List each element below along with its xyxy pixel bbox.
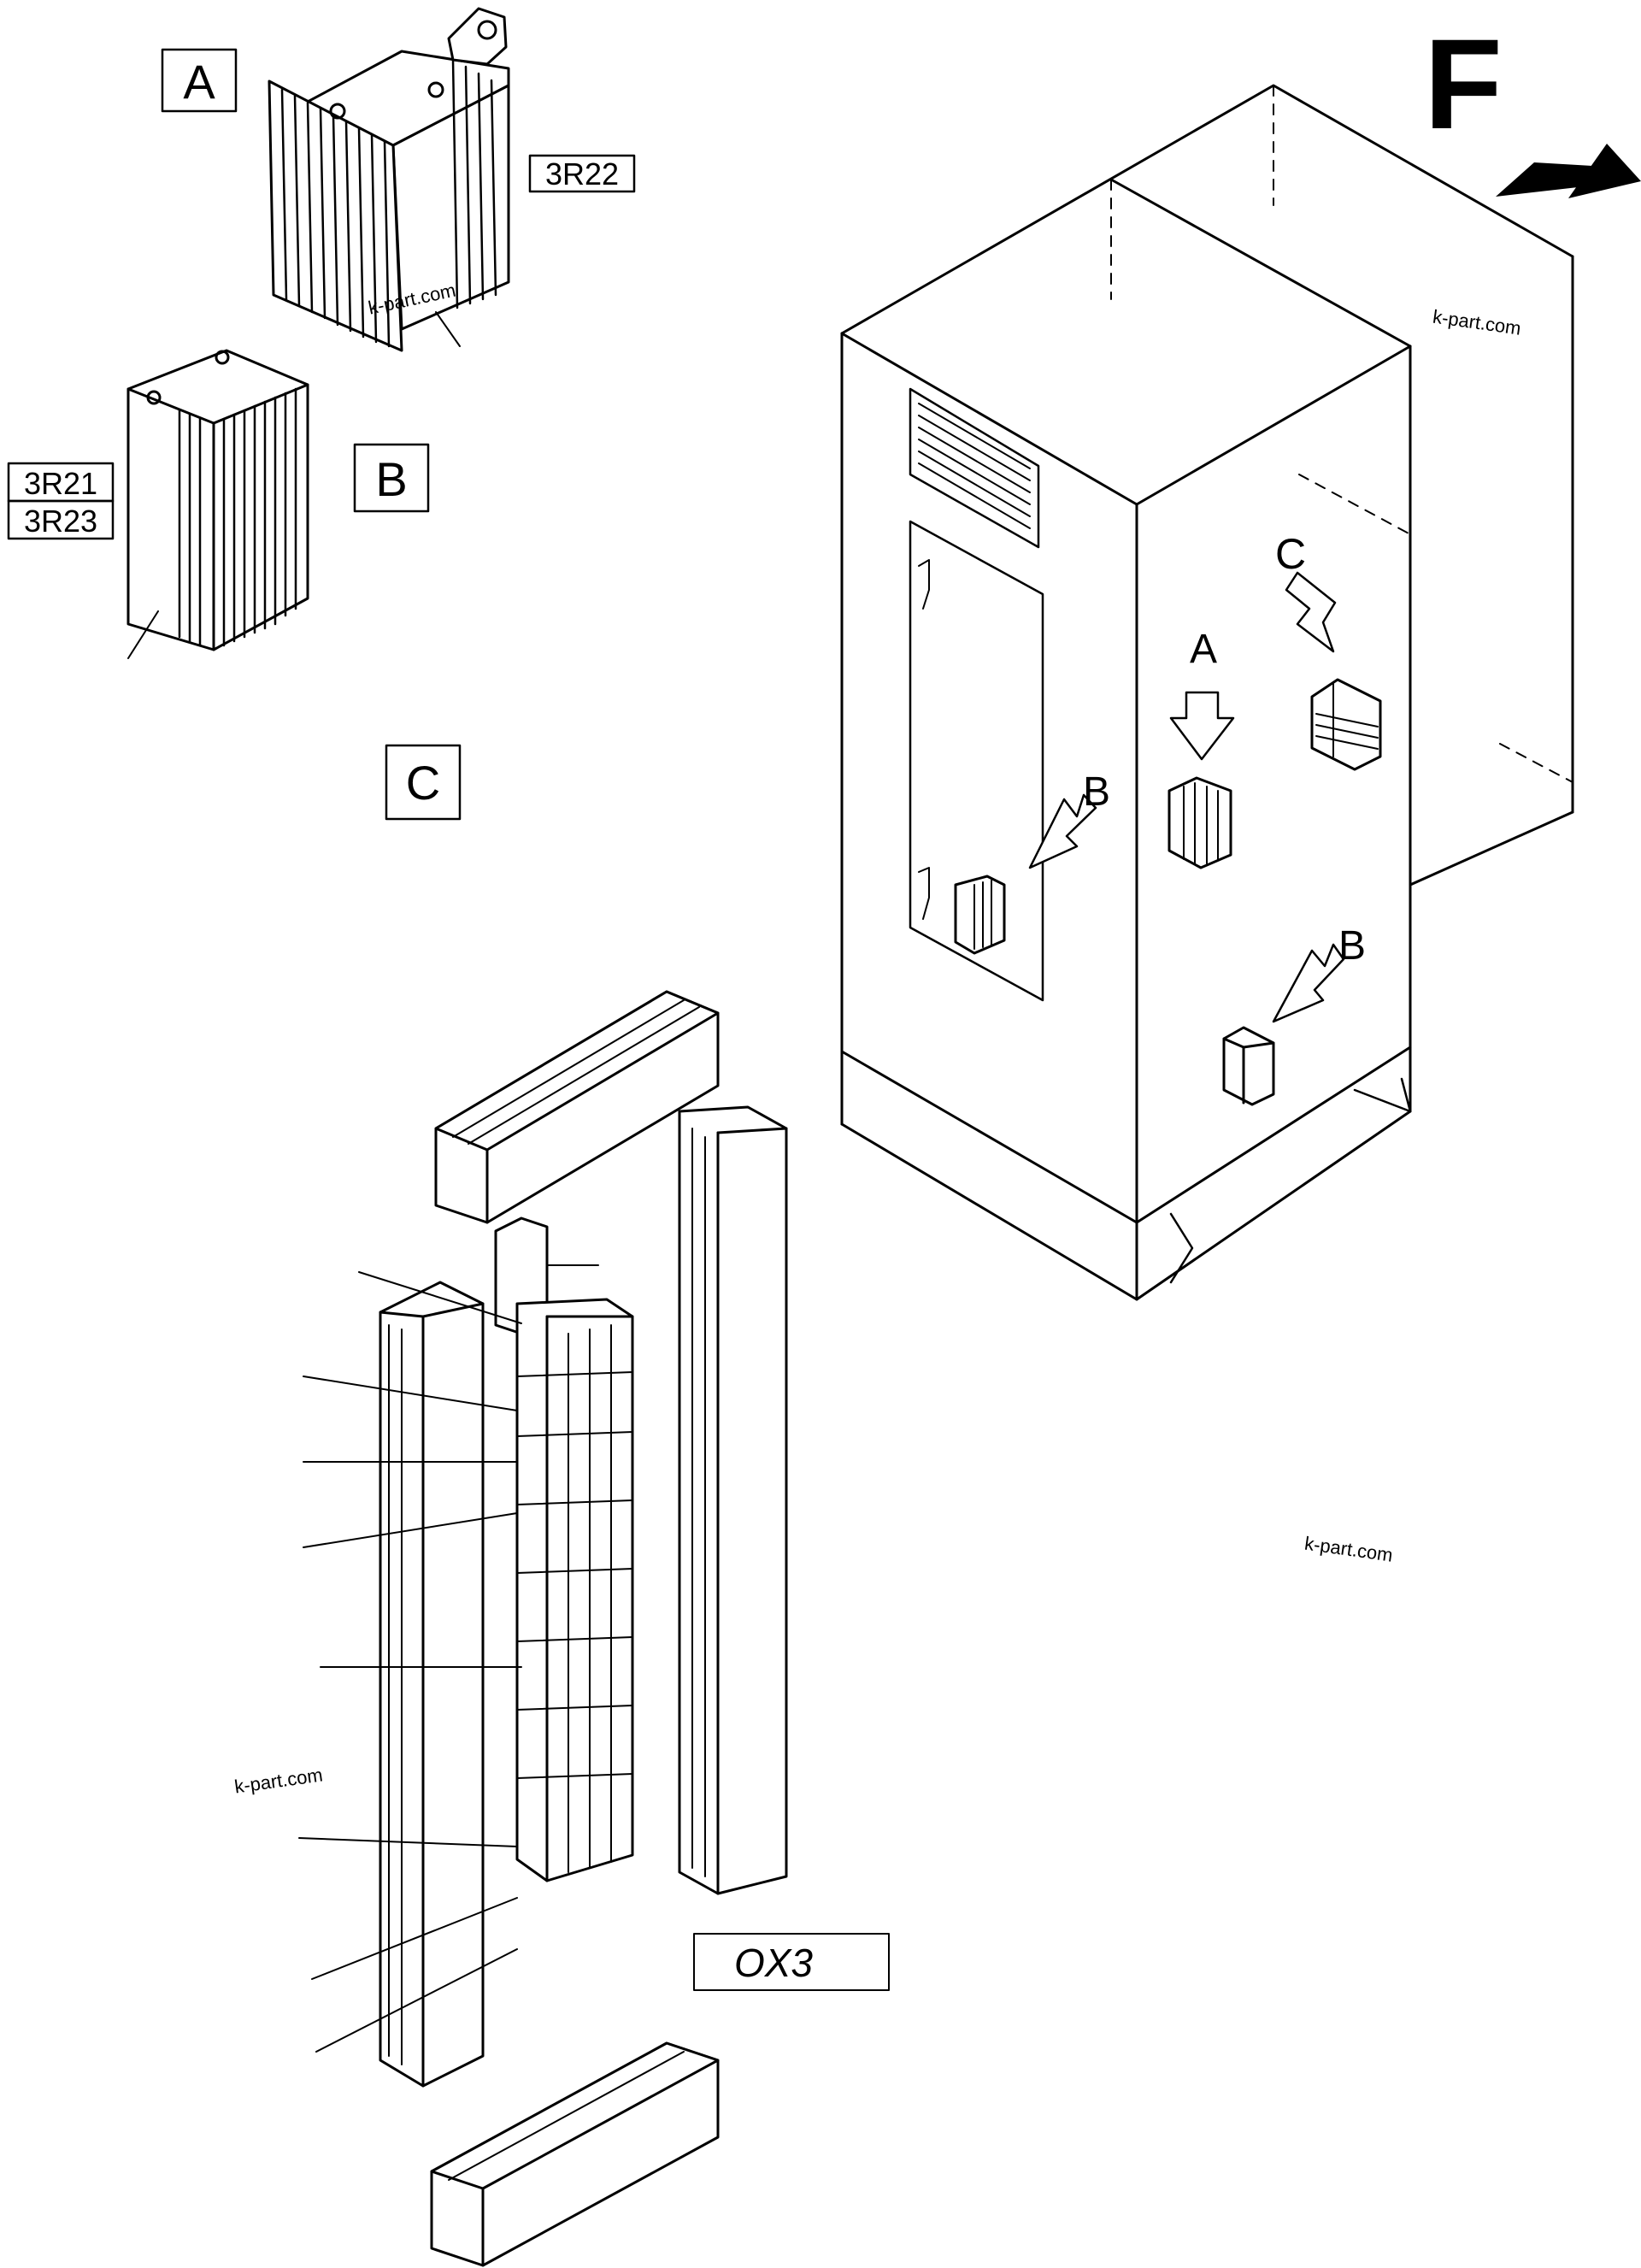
callout-label-a: A [1190, 627, 1217, 672]
front-marker: F [1424, 12, 1503, 156]
heater-a-drawing [161, 7, 636, 352]
callout-arrow-c [1285, 571, 1337, 653]
callout-label-b-door: B [1083, 769, 1110, 815]
front-orientation-arrow [1496, 144, 1641, 198]
electrical-cabinet [840, 84, 1574, 1301]
part-label-3r21: 3R21 [24, 466, 97, 501]
detail-label-b: B [375, 452, 407, 506]
callout-arrow-a [1169, 691, 1235, 761]
callout-label-c: C [1275, 530, 1306, 578]
heater-b-drawing [7, 349, 430, 659]
callout-label-b-side: B [1338, 923, 1366, 969]
part-label-3r23: 3R23 [24, 504, 97, 539]
callout-arrow-b-door [1028, 793, 1097, 869]
detail-label-c: C [406, 756, 440, 810]
side-heater-b [1222, 1026, 1275, 1106]
watermark: k-part.com [1303, 1533, 1394, 1566]
part-label-3r22: 3R22 [545, 156, 619, 191]
door-heater-b [954, 875, 1006, 955]
terminal-rail-assembly [298, 744, 890, 2267]
watermark: k-part.com [233, 1764, 324, 1797]
side-terminal-c [1310, 678, 1382, 771]
part-label-ox3: OX3 [734, 1941, 813, 1985]
callout-arrow-b-side [1272, 943, 1345, 1023]
side-heater-a [1168, 776, 1232, 869]
detail-label-a: A [183, 55, 215, 109]
